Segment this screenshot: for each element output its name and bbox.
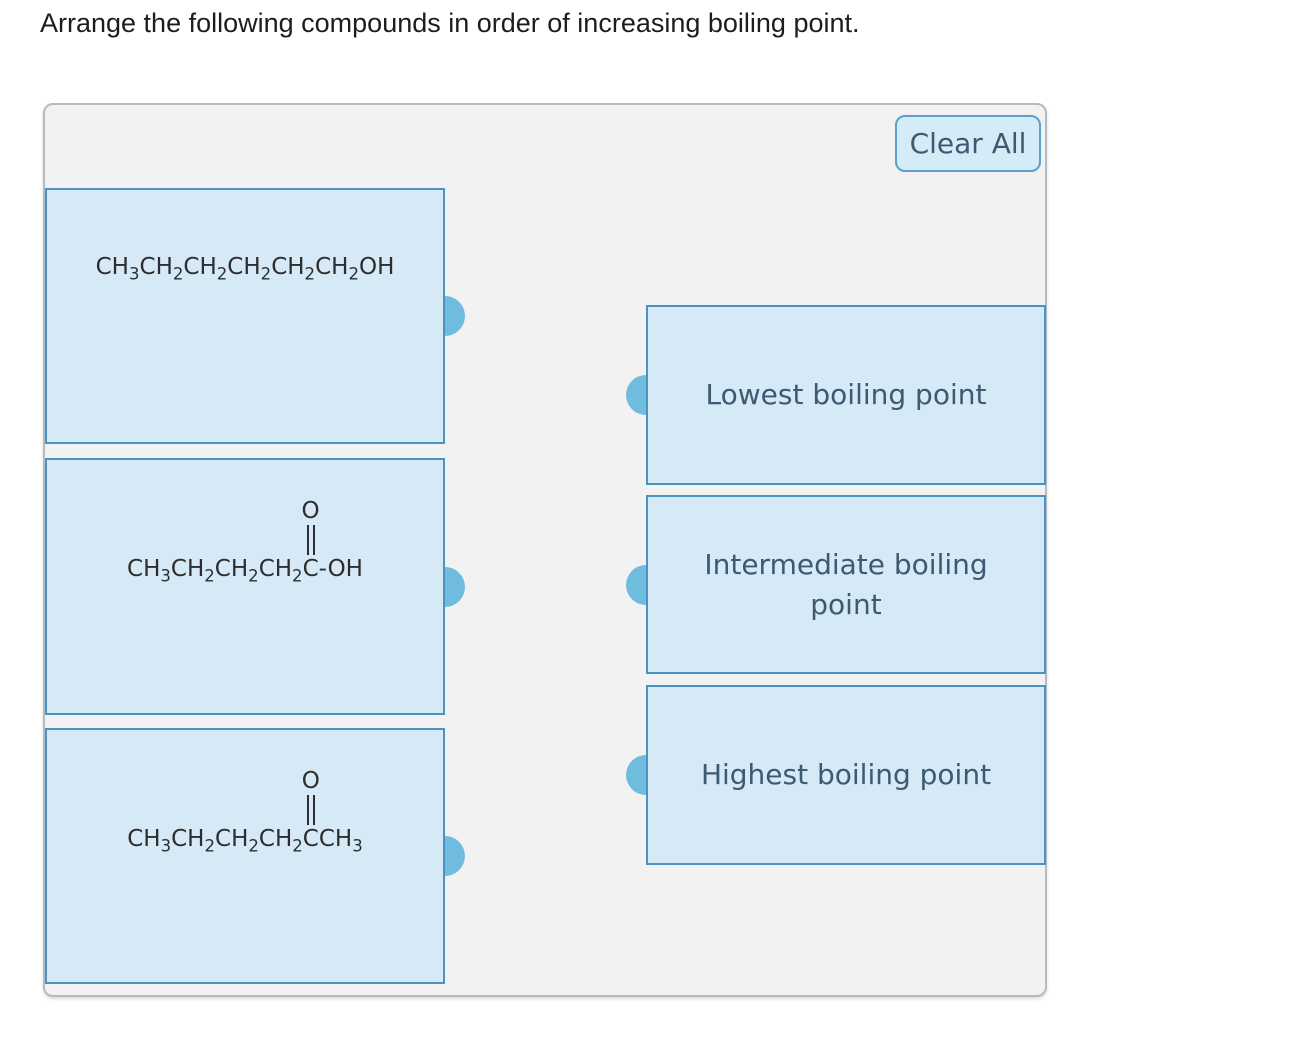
clear-all-button[interactable]: Clear All — [895, 115, 1041, 172]
connector-knob — [445, 566, 465, 607]
connector-knob — [626, 375, 646, 415]
double-bond — [306, 795, 315, 825]
double-bond — [306, 525, 315, 555]
compound-formula: CH3CH2CH2CH2CH2CH2OH — [95, 254, 395, 284]
carbonyl-carbon: C — [302, 556, 319, 582]
formula-chain: CH3CH2CH2CH2 — [127, 826, 303, 856]
target-label: Lowest boiling point — [705, 378, 987, 412]
connector-knob — [445, 296, 465, 336]
target-box-highest[interactable]: Highest boiling point — [626, 685, 1046, 865]
carbonyl-carbon: C — [302, 826, 319, 852]
target-box-intermediate[interactable]: Intermediate boiling point — [626, 495, 1046, 674]
activity-panel: Clear All CH3CH2CH2CH2CH2CH2OH CH3CH2CH2… — [43, 103, 1047, 997]
compound-card-1[interactable]: CH3CH2CH2CH2CH2CH2OH — [45, 188, 465, 444]
formula-chain: CH3CH2CH2CH2 — [127, 556, 303, 586]
target-box-lowest[interactable]: Lowest boiling point — [626, 305, 1046, 485]
oxygen-atom: O — [301, 768, 320, 794]
formula-tail: -OH — [318, 556, 363, 582]
target-label: Highest boiling point — [700, 758, 992, 792]
connector-knob — [626, 564, 646, 605]
connector-knob — [626, 755, 646, 795]
target-label: Intermediate boiling point — [704, 547, 988, 621]
oxygen-atom: O — [301, 498, 320, 524]
connector-knob — [445, 836, 465, 876]
page-title: Arrange the following compounds in order… — [40, 8, 860, 38]
formula-tail: CH3 — [318, 826, 363, 856]
